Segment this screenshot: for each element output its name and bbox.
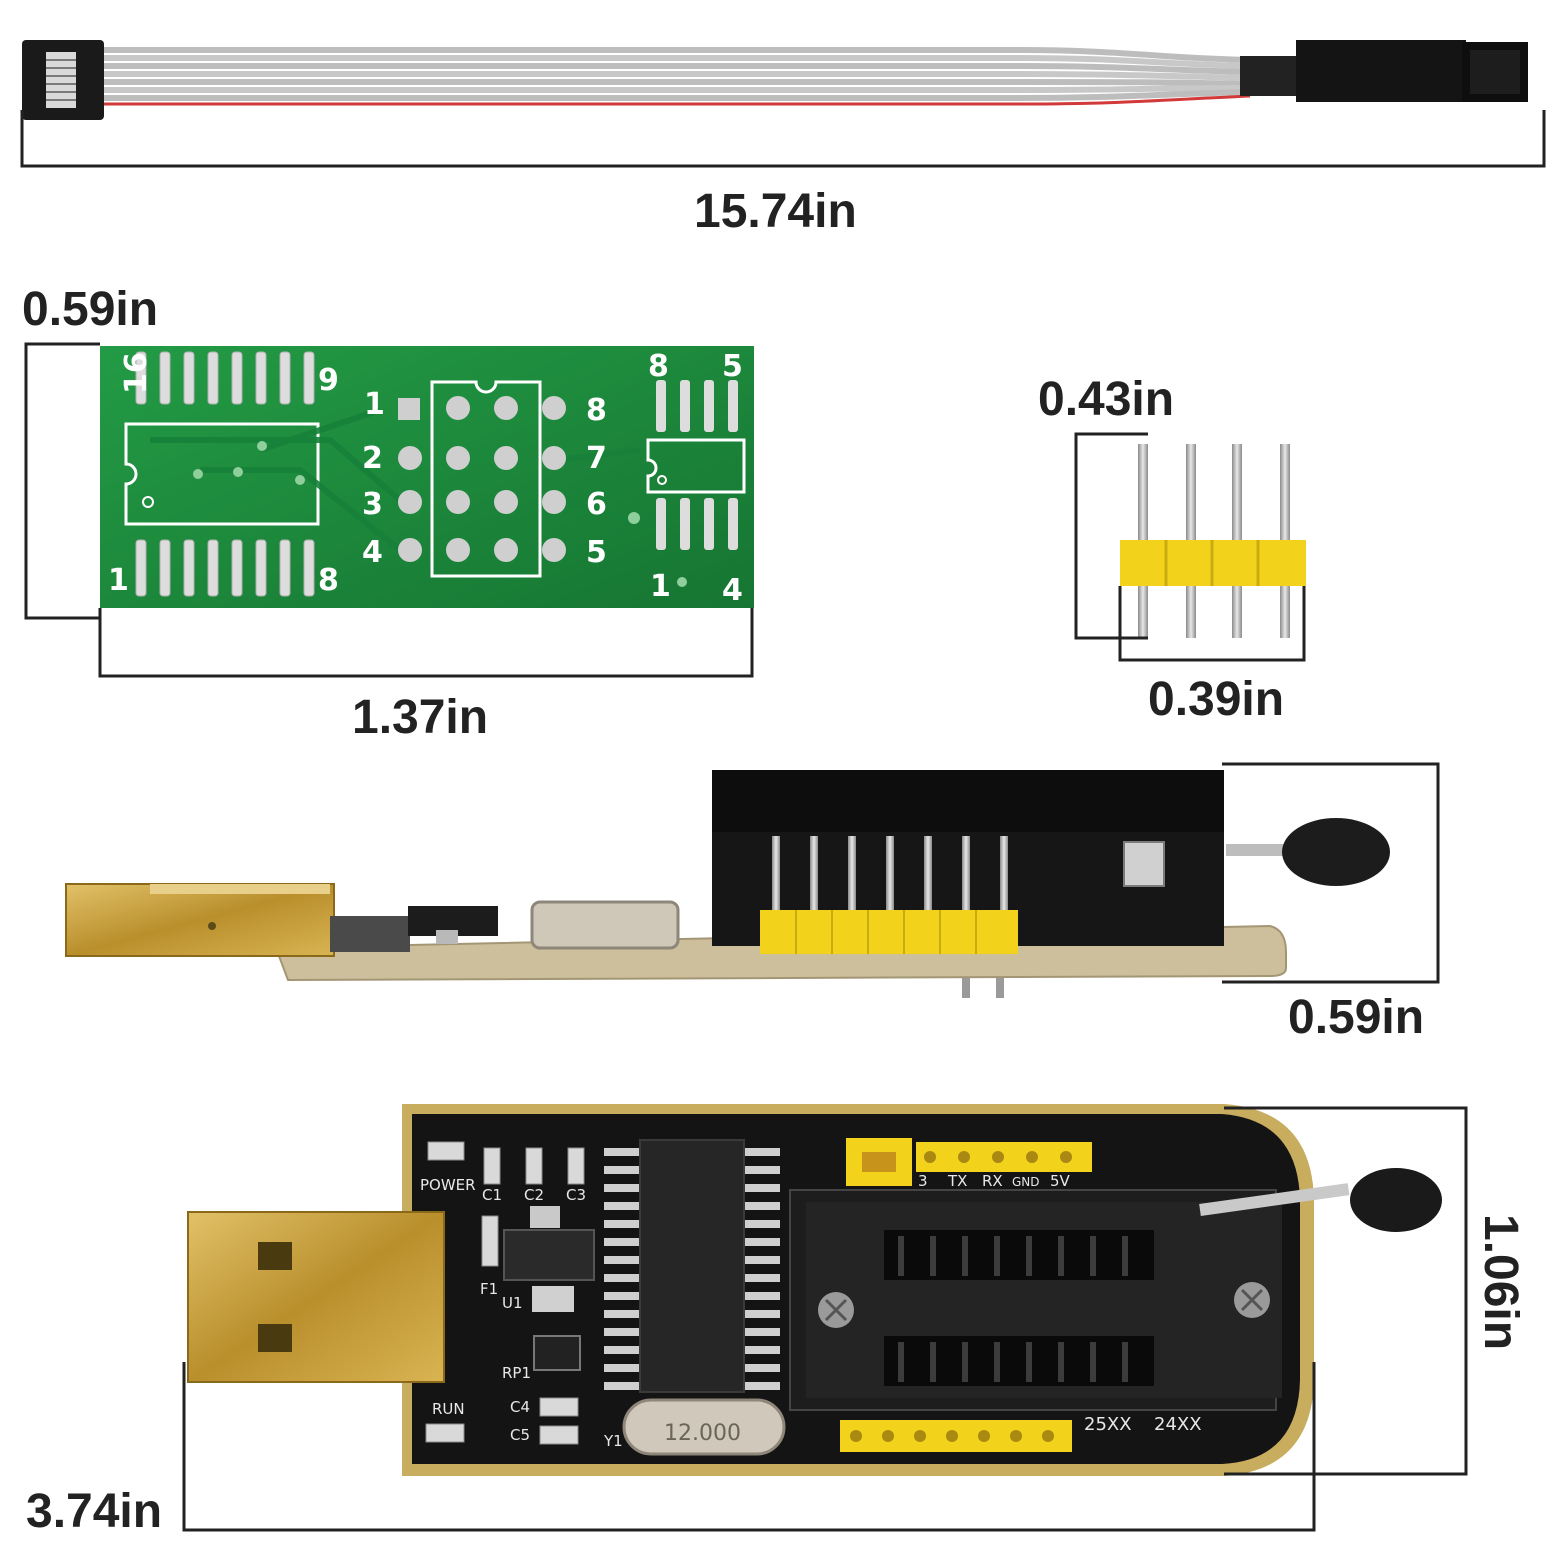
silk-label: RP1 xyxy=(502,1364,531,1382)
silk-label: GND xyxy=(1012,1175,1040,1189)
silk-label: 24XX xyxy=(1154,1414,1202,1435)
cable-dimension-line xyxy=(20,110,1546,168)
silk-label: 25XX xyxy=(1084,1414,1132,1435)
crystal-label: 12.000 xyxy=(664,1421,741,1446)
silk-label: Y1 xyxy=(603,1432,623,1450)
silk-label: POWER xyxy=(420,1176,476,1194)
silk-label: RX xyxy=(982,1172,1003,1190)
dip-pads xyxy=(398,396,566,562)
pin-label: 2 xyxy=(362,441,383,476)
header-width-label: 0.39in xyxy=(1148,673,1285,726)
pin-header xyxy=(1120,444,1306,638)
left-connector xyxy=(22,40,104,120)
adapter-height-label: 0.59in xyxy=(22,283,159,336)
pin-label: 4 xyxy=(722,573,743,608)
silk-label: C4 xyxy=(510,1398,530,1416)
silk-label: U1 xyxy=(502,1294,523,1312)
board-width-label: 1.06in xyxy=(1474,1214,1527,1351)
silk-label: RUN xyxy=(432,1400,465,1418)
pin-label: 1 xyxy=(650,569,671,604)
pin-label: 1 xyxy=(108,563,129,598)
right-connector xyxy=(1240,40,1528,102)
pin-label: 1 xyxy=(364,387,385,422)
programmer-top-view: POWER C1 C2 C3 F1 U1 RP1 RUN C4 C5 Y1 12… xyxy=(187,1104,1442,1476)
pin-label: 8 xyxy=(648,349,669,384)
pin-label: 5 xyxy=(586,535,607,570)
pin-label: 8 xyxy=(586,393,607,428)
pin-label: 9 xyxy=(318,363,339,398)
adapter-width-label: 1.37in xyxy=(352,691,489,744)
silk-label: C5 xyxy=(510,1426,530,1444)
pin-label: 6 xyxy=(586,487,607,522)
cable-wires xyxy=(100,47,1251,106)
pin-label: 7 xyxy=(586,441,607,476)
ribbon-cable xyxy=(22,40,1528,120)
silk-label: C3 xyxy=(566,1186,586,1204)
cable-length-label: 15.74in xyxy=(694,185,857,238)
silk-label: TX xyxy=(947,1172,967,1190)
pin-label: 16 xyxy=(119,352,154,394)
silk-label: C1 xyxy=(482,1186,502,1204)
board-length-label: 3.74in xyxy=(26,1485,163,1538)
pin-label: 3 xyxy=(362,487,383,522)
programmer-side-view xyxy=(65,770,1390,998)
silk-label: F1 xyxy=(480,1280,498,1298)
pin-label: 5 xyxy=(722,349,743,384)
silk-label: C2 xyxy=(524,1186,544,1204)
silk-label: 3 xyxy=(918,1172,928,1190)
silk-label: 5V xyxy=(1050,1172,1071,1190)
pin-label: 4 xyxy=(362,535,383,570)
side-height-label: 0.59in xyxy=(1288,991,1425,1044)
pin-label: 8 xyxy=(318,563,339,598)
header-height-label: 0.43in xyxy=(1038,373,1175,426)
sop-adapter-board: 16 9 1 8 1 2 3 4 8 7 6 5 8 5 1 4 xyxy=(100,346,754,608)
